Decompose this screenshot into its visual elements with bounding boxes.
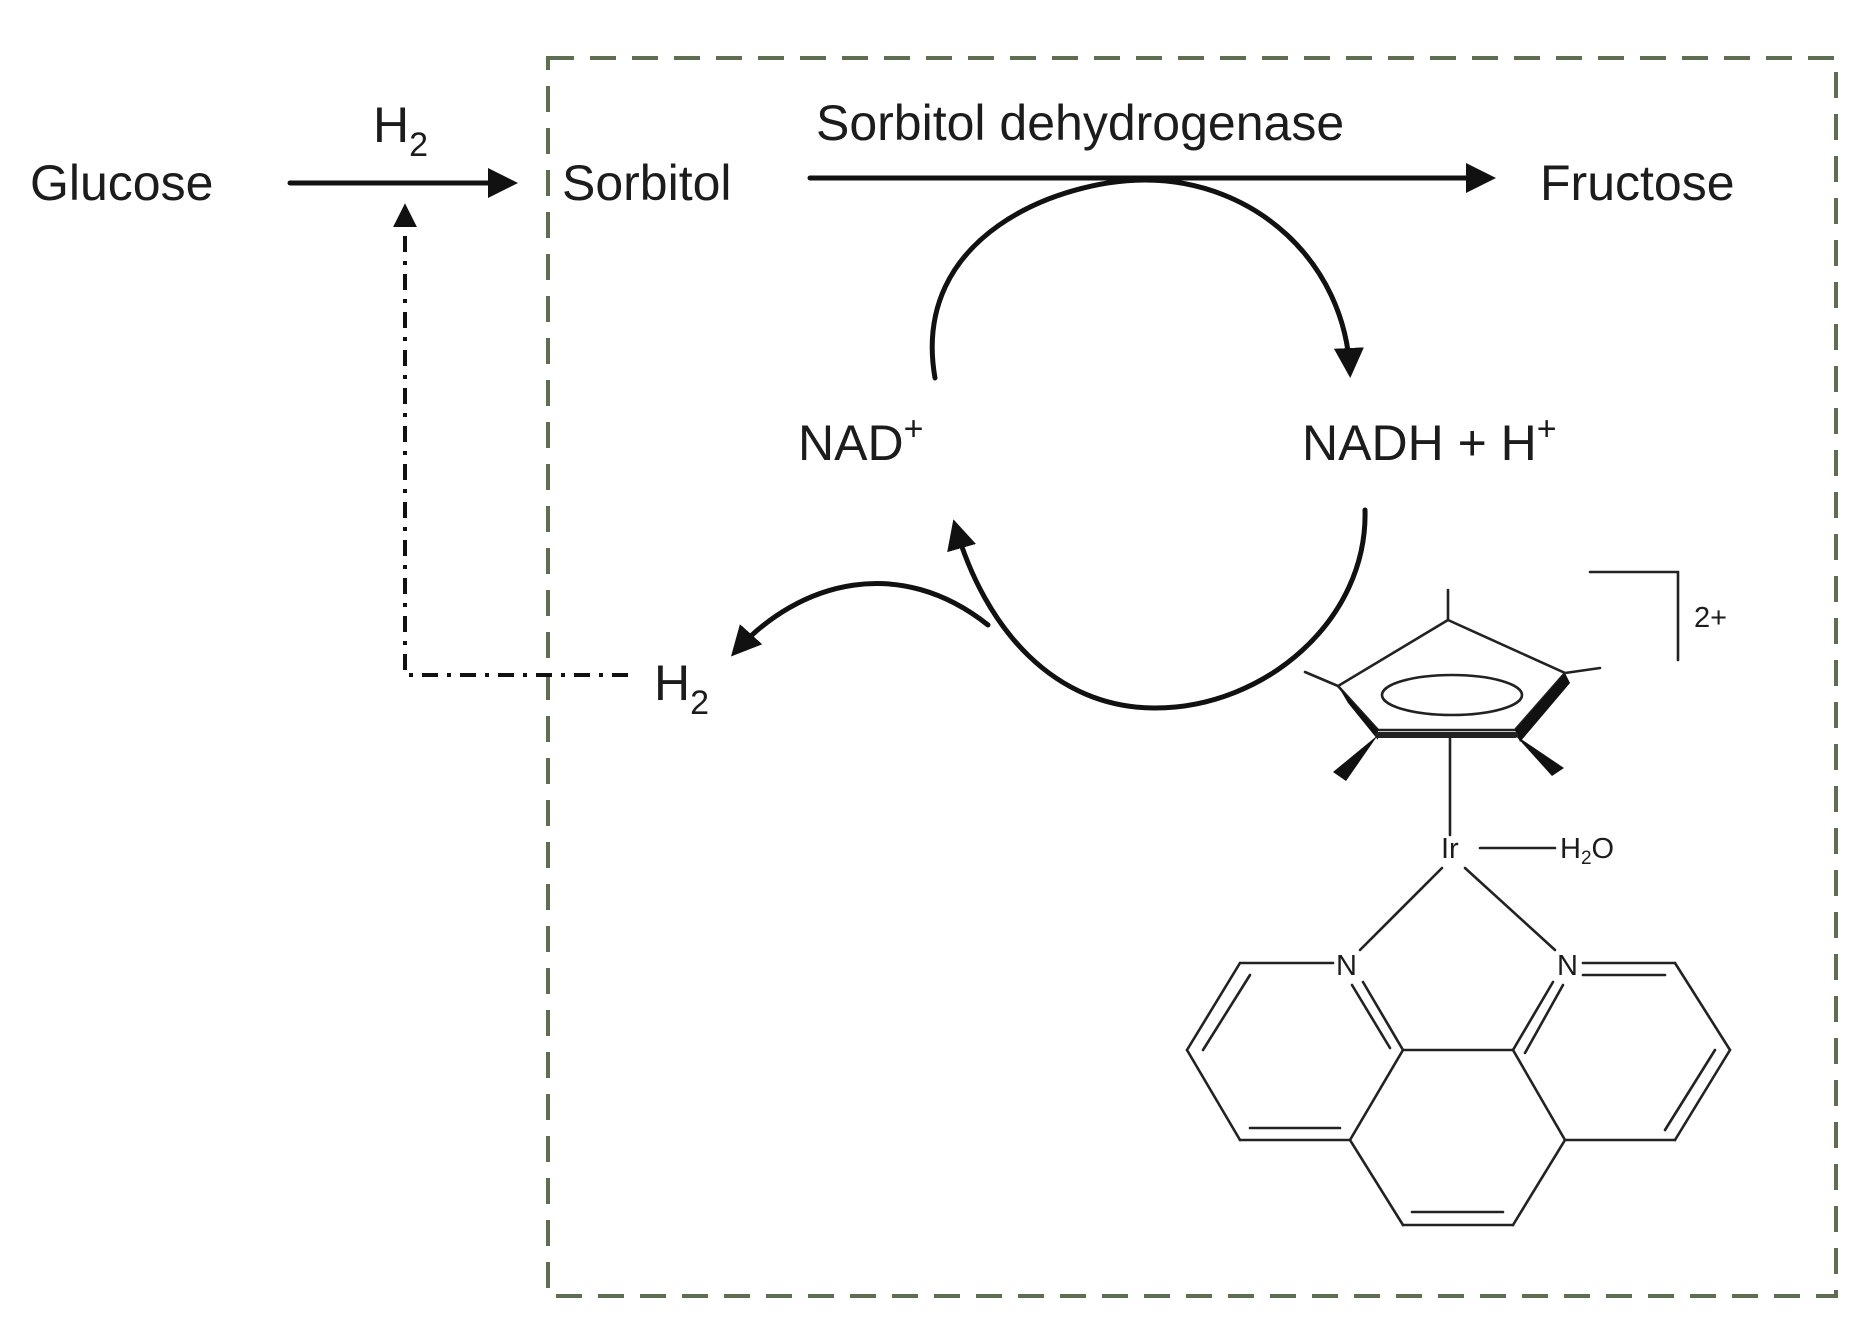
cycle-arc-upper [930,177,1364,381]
iridium-complex-structure: 2+ Ir H2O N N [1185,570,1732,1227]
enzyme-label: Sorbitol dehydrogenase [816,95,1344,151]
nitrogen-left-label: N [1336,950,1357,982]
complex-charge: 2+ [1694,602,1727,634]
fructose-label: Fructose [1540,155,1735,211]
cycle-arc-lower [947,507,1368,711]
iridium-atom-label: Ir [1441,833,1459,865]
enzyme-compartment-box [546,56,1838,1298]
h2-recycle-dashed-arrow [393,203,628,677]
h2-product-label: H2 [654,655,709,722]
h2-reagent-label: H2 [373,97,428,164]
aqua-ligand-label: H2O [1560,833,1614,869]
glucose-label: Glucose [30,155,213,211]
h2-release-arrow [730,581,991,657]
nadh-label: NADH + H+ [1302,410,1557,471]
nitrogen-right-label: N [1557,950,1578,982]
nad-label: NAD+ [798,410,923,471]
sorbitol-label: Sorbitol [562,155,732,211]
